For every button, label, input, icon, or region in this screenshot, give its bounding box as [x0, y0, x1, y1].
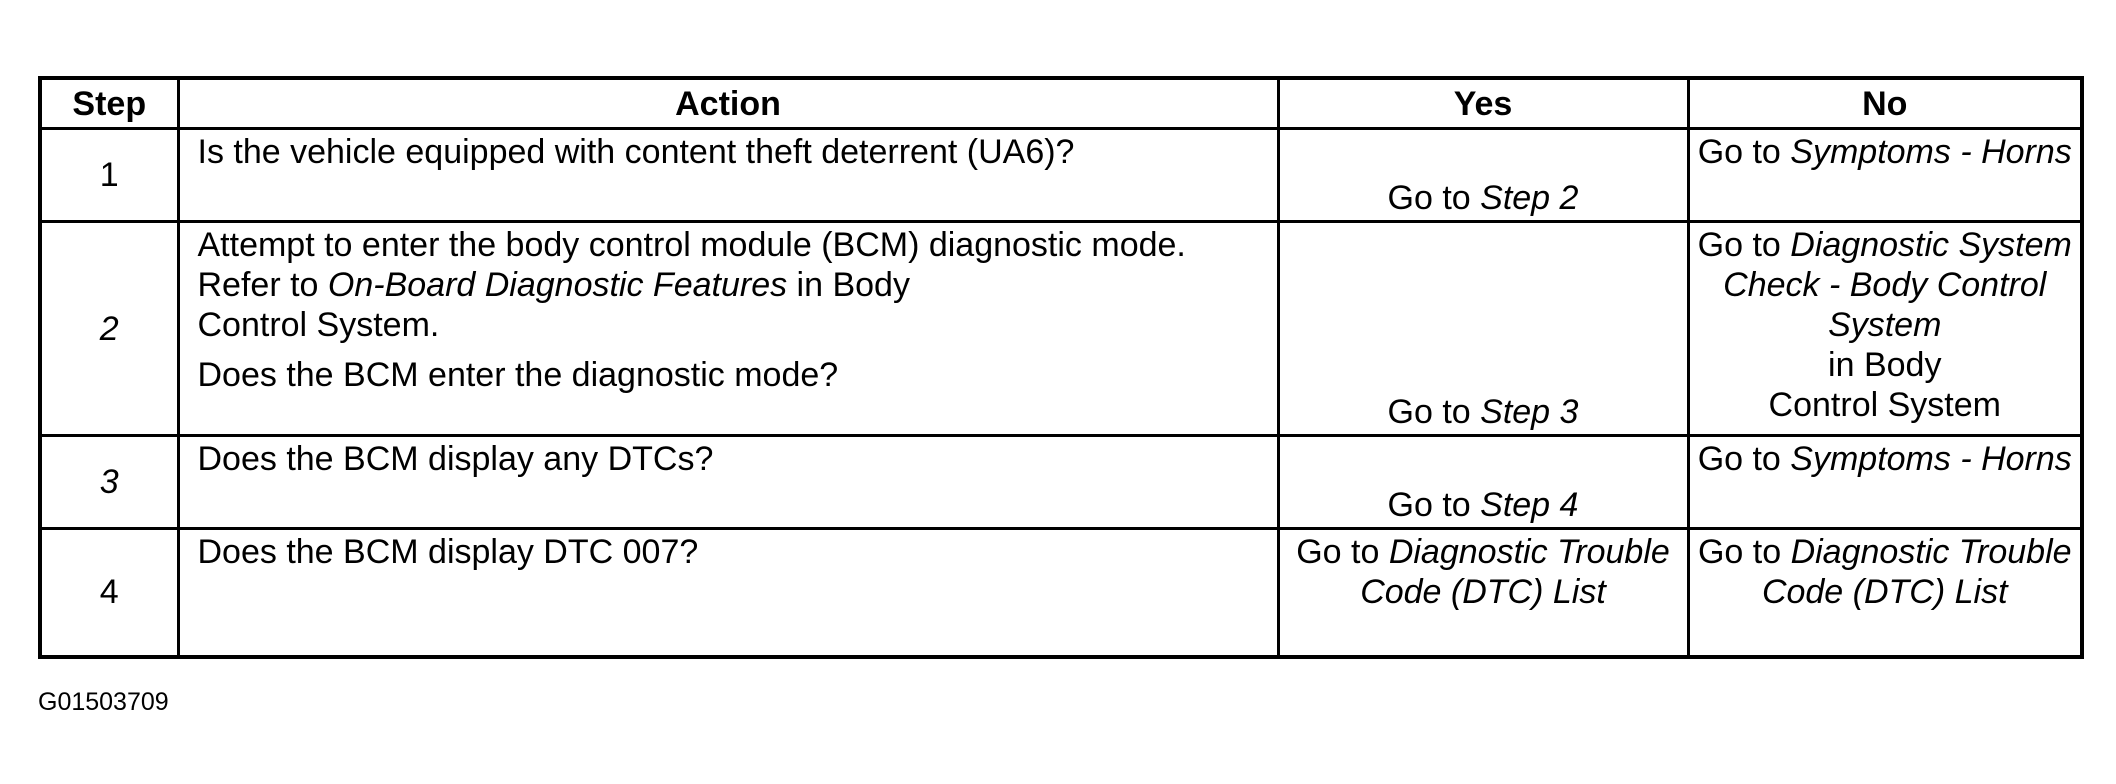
no-symptoms-link[interactable]: Symptoms - Horns [1790, 440, 2072, 478]
action-text-post: in Body [787, 266, 910, 304]
yes-step-link[interactable]: Step 4 [1480, 486, 1579, 524]
action-cell: Is the vehicle equipped with content the… [176, 127, 1280, 223]
yes-cell: Go to Diagnostic Trouble Code (DTC) List [1276, 527, 1690, 658]
action-text: Control System. [197, 306, 440, 344]
no-cell: Go to Symptoms - Horns [1686, 434, 2084, 530]
no-cell: Go to Diagnostic System Check - Body Con… [1686, 220, 2084, 437]
step-number: 1 [38, 127, 180, 223]
no-prefix: Go to [1697, 533, 1791, 571]
diagnostic-table: Step Action Yes No 1 Is the vehicle equi… [38, 76, 2084, 659]
yes-step-link[interactable]: Step 2 [1480, 179, 1579, 217]
no-dtc-list-link[interactable]: Diagnostic Trouble Code (DTC) List [1761, 533, 2072, 611]
table-row: 4 Does the BCM display DTC 007? Go to Di… [38, 527, 2084, 658]
action-text: Attempt to enter the body control module… [197, 226, 1186, 264]
action-question: Does the BCM enter the diagnostic mode? [197, 356, 839, 394]
header-no: No [1686, 76, 2084, 130]
yes-dtc-list-link[interactable]: Diagnostic Trouble Code (DTC) List [1360, 533, 1670, 611]
no-prefix: Go to [1697, 440, 1791, 478]
no-diagnostic-system-check-link[interactable]: Diagnostic System Check - Body Control S… [1723, 226, 2072, 344]
diagnostic-table-container: Step Action Yes No 1 Is the vehicle equi… [38, 76, 2084, 659]
on-board-diagnostic-features-link[interactable]: On-Board Diagnostic Features [327, 266, 788, 304]
action-text: Does the BCM display DTC 007? [197, 533, 699, 571]
action-cell: Does the BCM display DTC 007? [176, 527, 1280, 658]
yes-cell: Go to Step 4 [1276, 434, 1690, 530]
yes-prefix: Go to [1387, 393, 1481, 431]
yes-cell: Go to Step 3 [1276, 220, 1690, 437]
no-symptoms-link[interactable]: Symptoms - Horns [1790, 133, 2072, 171]
figure-id: G01503709 [38, 688, 169, 716]
yes-step-link[interactable]: Step 3 [1480, 393, 1579, 431]
action-cell: Attempt to enter the body control module… [176, 220, 1280, 437]
action-text: Is the vehicle equipped with content the… [197, 133, 1075, 171]
header-row: Step Action Yes No [38, 76, 2084, 130]
no-prefix: Go to [1697, 226, 1791, 264]
no-cell: Go to Diagnostic Trouble Code (DTC) List [1686, 527, 2084, 658]
table-row: 3 Does the BCM display any DTCs? Go to S… [38, 434, 2084, 530]
action-text-ref-line: Refer to On-Board Diagnostic Features in… [198, 265, 1259, 305]
step-number: 4 [38, 527, 180, 658]
no-suffix: Control System [1768, 386, 2001, 424]
no-cell: Go to Symptoms - Horns [1686, 127, 2084, 223]
action-cell: Does the BCM display any DTCs? [176, 434, 1280, 530]
yes-prefix: Go to [1387, 179, 1481, 217]
step-number: 3 [38, 434, 180, 530]
table-row: 1 Is the vehicle equipped with content t… [38, 127, 2084, 223]
yes-prefix: Go to [1296, 533, 1389, 571]
yes-prefix: Go to [1387, 486, 1481, 524]
no-suffix: in Body [1828, 346, 1942, 384]
table-row: 2 Attempt to enter the body control modu… [38, 220, 2084, 437]
header-step: Step [38, 76, 180, 130]
step-number: 2 [38, 220, 180, 437]
yes-cell: Go to Step 2 [1276, 127, 1690, 223]
action-text-pre: Refer to [197, 266, 328, 304]
header-yes: Yes [1276, 76, 1690, 130]
no-prefix: Go to [1697, 133, 1791, 171]
header-action: Action [176, 76, 1280, 130]
action-text: Does the BCM display any DTCs? [197, 440, 714, 478]
